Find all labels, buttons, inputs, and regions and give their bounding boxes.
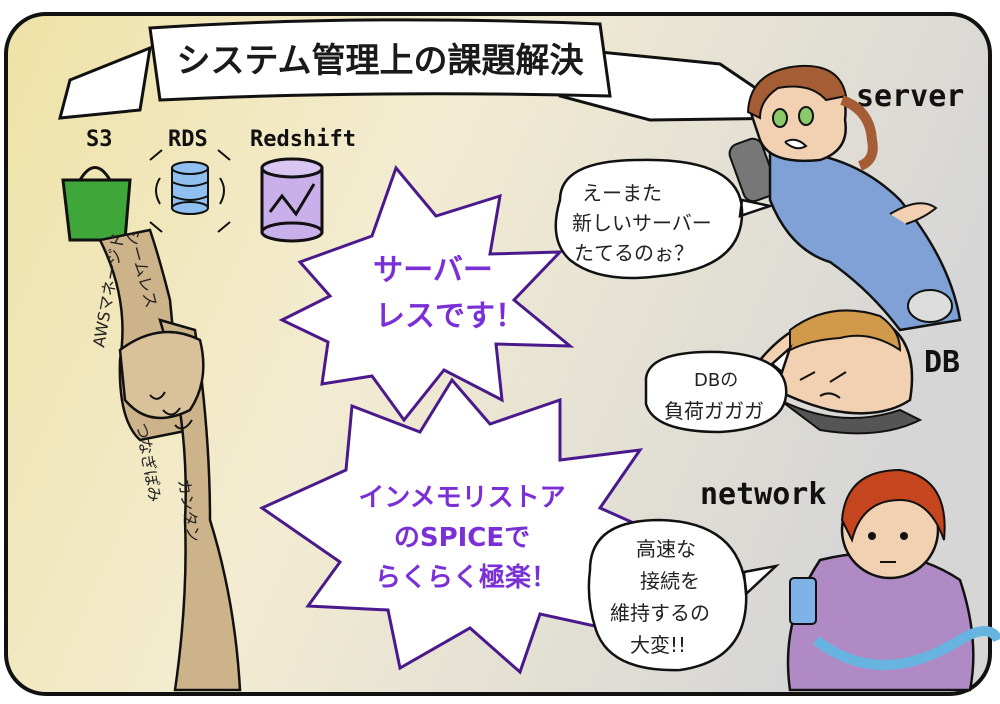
serverless-line-1: サーバー xyxy=(373,253,493,288)
handshake-illustration: AWSマネージド シームレス つなぎぽみ カンタン xyxy=(89,228,242,692)
service-icons: S3 RDS Redshift xyxy=(61,127,356,243)
serverless-line-2: レスです！ xyxy=(375,299,525,334)
spice-line-2: のSPICEで xyxy=(394,523,530,553)
title-banner: システム管理上の課題解決 xyxy=(57,18,805,122)
serverless-burst: サーバー レスです！ xyxy=(278,165,575,423)
redshift-cylinder-icon xyxy=(260,157,324,243)
server-admin-character: server xyxy=(728,64,964,332)
db-speech-bubble: DBの 負荷ガガガ xyxy=(644,343,793,434)
network-bubble-line-4: 大変!! xyxy=(630,633,686,657)
server-bubble-line-3: たてるのぉ？ xyxy=(574,241,694,265)
rds-label: RDS xyxy=(168,127,208,152)
rds-database-icon xyxy=(149,149,231,233)
db-admin-character: DB xyxy=(758,309,960,435)
s3-label: S3 xyxy=(86,127,113,152)
network-admin-character: network xyxy=(700,468,1000,692)
network-bubble-line-3: 維持するの xyxy=(610,601,710,625)
role-server-label: server xyxy=(856,79,964,114)
network-speech-bubble: 高速な 接続を 維持するの 大変!! xyxy=(587,518,780,672)
role-db-label: DB xyxy=(924,345,960,380)
redshift-label: Redshift xyxy=(250,127,356,152)
db-bubble-line-2: 負荷ガガガ xyxy=(664,399,764,423)
spice-line-3: らくらく極楽！ xyxy=(375,563,557,593)
server-bubble-line-1: えーまた xyxy=(582,181,662,205)
server-speech-bubble: えーまた 新しいサーバー たてるのぉ？ xyxy=(554,158,775,280)
server-bubble-line-2: 新しいサーバー xyxy=(572,211,712,235)
role-network-label: network xyxy=(700,477,826,512)
network-bubble-line-2: 接続を xyxy=(640,569,700,593)
page-title: システム管理上の課題解決 xyxy=(177,41,584,81)
spice-line-1: インメモリストア xyxy=(358,483,565,513)
db-bubble-line-1: DBの xyxy=(694,370,738,391)
network-bubble-line-1: 高速な xyxy=(636,537,696,561)
